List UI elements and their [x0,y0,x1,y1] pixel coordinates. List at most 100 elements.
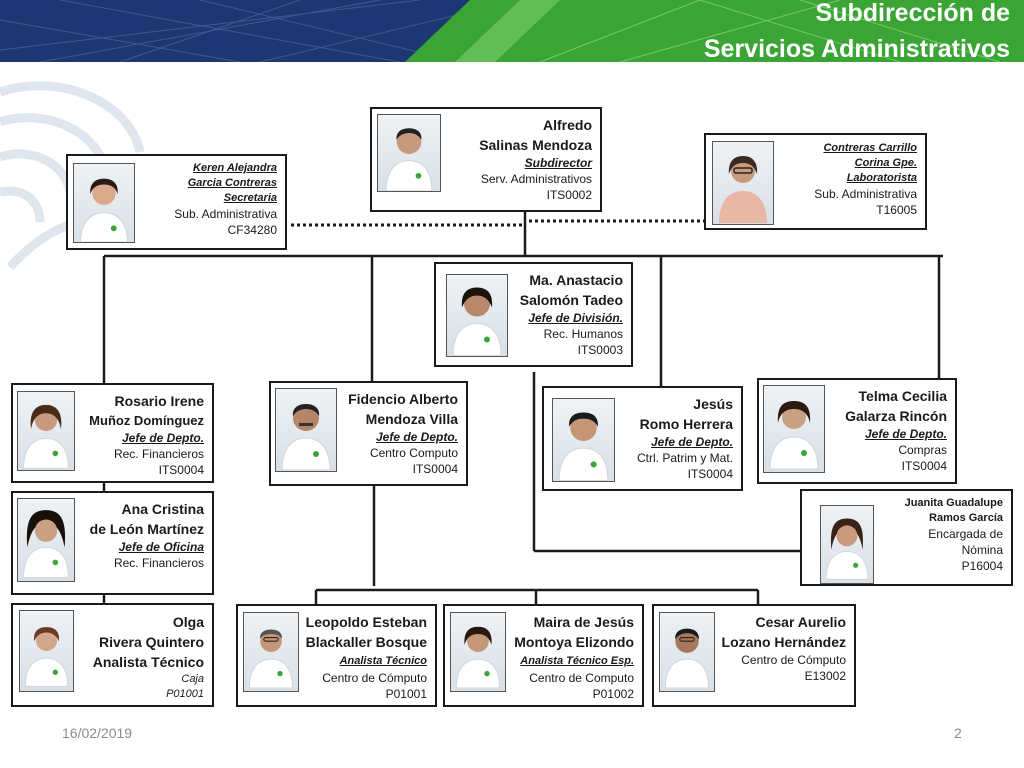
person-role: Analista Técnico [339,655,427,667]
person-role: Jefe de Oficina [118,540,204,554]
person-code: ITS0004 [901,459,947,473]
person-name-last: Romo Herrera [639,416,733,432]
person-code: ITS0002 [546,188,592,202]
org-card-juanita: Juanita Guadalupe Ramos García Encargada… [800,489,1013,586]
person-name-first: Ana Cristina [121,501,204,517]
person-name-last: Montoya Elizondo [514,634,634,650]
person-code: P01002 [592,687,634,701]
org-card-leopoldo: Leopoldo Esteban Blackaller Bosque Anali… [236,604,437,707]
photo [73,163,135,243]
photo [712,141,774,225]
person-role: Jefe de División. [528,311,623,325]
person-name-last: Ramos García [929,512,1003,524]
person-name-last: Muñoz Domínguez [89,413,204,428]
person-code: T16005 [876,203,917,217]
footer-date: 16/02/2019 [62,725,133,741]
person-icon [825,518,869,580]
person-department: Centro Computo [369,446,458,460]
person-name-last: Rivera Quintero [98,634,204,650]
person-name-first: Jesús [693,396,733,412]
photo [275,388,337,472]
person-department: Serv. Administrativos [480,172,592,186]
photo [17,391,75,471]
person-role: Laboratorista [846,172,917,184]
person-name-last: Salinas Mendoza [479,137,592,153]
photo [820,505,874,584]
person-name-last: Lozano Hernández [721,634,846,650]
photo [17,498,75,582]
person-icon [248,629,294,689]
person-icon [558,412,609,481]
person-code: P01001 [166,688,204,700]
person-role: Secretaria [223,192,277,204]
person-icon [23,404,69,469]
photo [377,114,441,192]
person-department: Centro de Cómputo [741,653,846,667]
person-role-line-1: Encargada de [928,527,1003,541]
person-icon [281,404,331,471]
org-card-anastacio: Ma. Anastacio Salomón Tadeo Jefe de Divi… [434,262,633,367]
person-name-last: Corina Gpe. [854,157,917,169]
person-icon [769,401,819,470]
org-card-olga: Olga Rivera Quintero Analista Técnico Ca… [11,603,214,707]
person-name-first: Telma Cecilia [858,388,947,404]
person-department: Sub. Administrativa [174,207,277,221]
person-icon [452,287,502,356]
org-card-telma: Telma Cecilia Galarza Rincón Jefe de Dep… [757,378,957,484]
person-name-first: Maira de Jesús [533,614,634,630]
org-card-cesar: Cesar Aurelio Lozano Hernández Centro de… [652,604,856,707]
page-title-line-1: Subdirección de [815,0,1010,27]
person-role: Jefe de Depto. [650,435,733,449]
person-code: ITS0004 [158,463,204,477]
person-name-last: Galarza Rincón [845,408,947,424]
person-department: Compras [898,443,947,457]
photo [552,398,615,482]
person-role: Analista Técnico [92,654,204,670]
org-card-alfredo: Alfredo Salinas Mendoza Subdirector Serv… [370,107,602,212]
person-role: Jefe de Depto. [121,431,204,445]
person-department: Sub. Administrativa [814,187,917,201]
person-code: P01001 [385,687,427,701]
person-icon [80,178,128,242]
org-card-maira: Maira de Jesús Montoya Elizondo Analista… [443,604,644,707]
photo [19,610,74,692]
page-title-line-2: Servicios Administrativos [703,35,1010,63]
person-icon [455,626,501,689]
person-name-last: Garcia Contreras [187,177,277,189]
person-icon [664,628,710,689]
person-department: Rec. Financieros [113,447,204,461]
person-icon [23,510,69,578]
person-name-first: Cesar Aurelio [755,614,846,630]
person-name-first: Alfredo [543,117,592,133]
person-role: Subdirector [524,156,592,170]
org-card-fidencio: Fidencio Alberto Mendoza Villa Jefe de D… [269,381,468,486]
person-department: Caja [181,673,204,685]
person-icon [385,128,433,191]
person-name-first: Rosario Irene [114,393,204,409]
person-code: E13002 [804,669,846,683]
person-code: ITS0004 [412,462,458,476]
person-name-first: Contreras Carrillo [823,142,917,154]
org-card-jesus: Jesús Romo Herrera Jefe de Depto. Ctrl. … [542,386,743,491]
person-name-first: Juanita Guadalupe [904,497,1003,509]
person-role-line-2: Nómina [961,543,1003,557]
photo [243,612,299,692]
person-code: CF34280 [227,223,277,237]
person-name-first: Fidencio Alberto [348,391,458,407]
person-department: Centro de Cómputo [322,671,427,685]
person-icon [24,627,69,687]
org-card-contreras: Contreras Carrillo Corina Gpe. Laborator… [704,133,927,230]
header-banner [0,0,1024,62]
person-department: Rec. Financieros [113,556,204,570]
person-department: Ctrl. Patrim y Mat. [636,451,733,465]
org-card-rosario: Rosario Irene Muñoz Domínguez Jefe de De… [11,383,214,483]
org-card-keren: Keren Alejandra Garcia Contreras Secreta… [66,154,287,250]
footer-page-number: 2 [954,725,962,741]
person-role: Analista Técnico Esp. [520,655,634,667]
person-name-last: Salomón Tadeo [519,292,623,308]
person-icon [719,156,767,223]
photo [450,612,506,692]
org-card-ana: Ana Cristina de León Martínez Jefe de Of… [11,491,214,595]
person-name-last: de León Martínez [89,521,204,537]
